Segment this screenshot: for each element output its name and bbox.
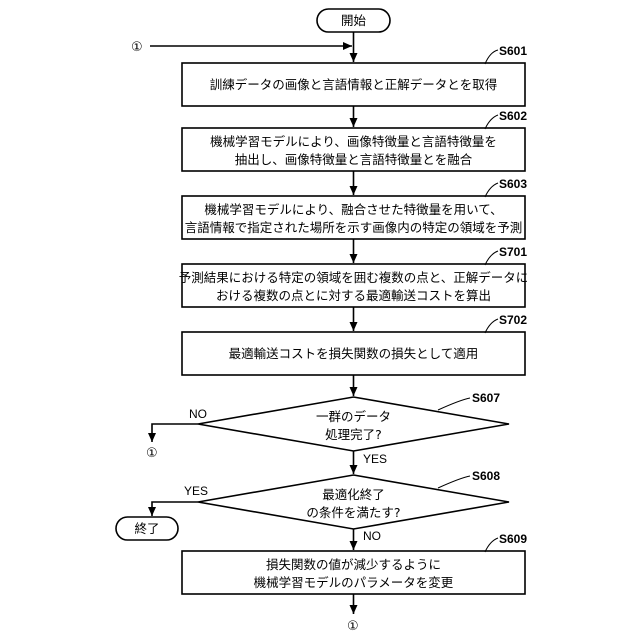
step-s609-id: S609 <box>499 532 527 546</box>
step-s702-text: 最適輸送コストを損失関数の損失として適用 <box>229 346 479 361</box>
step-s701-text-1: 予測結果における特定の領域を囲む複数の点と、正解データに <box>179 270 529 285</box>
step-s601-text: 訓練データの画像と言語情報と正解データとを取得 <box>210 77 498 92</box>
start-label: 開始 <box>341 13 367 28</box>
step-s603-id: S603 <box>499 177 527 191</box>
decision-s608-yes-label: YES <box>184 484 208 498</box>
end-terminal: 終了 <box>116 517 178 540</box>
decision-s608-text-2: の条件を満たす? <box>306 505 400 520</box>
decision-s608-no-label: NO <box>363 529 381 543</box>
step-s701-text-2: おける複数の点とに対する最適輸送コストを算出 <box>216 288 491 303</box>
step-s702-id: S702 <box>499 313 527 327</box>
decision-s607: 一群のデータ 処理完了? S607 <box>198 391 509 451</box>
step-s701-id: S701 <box>499 245 527 259</box>
decision-s608: 最適化終了 の条件を満たす? S608 <box>198 469 509 529</box>
start-terminal: 開始 <box>317 9 390 32</box>
connector-exit-bottom-label: ① <box>347 619 359 634</box>
end-label: 終了 <box>134 521 159 536</box>
step-s609-text-1: 損失関数の値が減少するように <box>266 557 441 572</box>
decision-s607-text-1: 一群のデータ <box>316 409 391 424</box>
connector-entry-label: ① <box>131 40 143 55</box>
step-s602-id: S602 <box>499 109 527 123</box>
step-s603: 機械学習モデルにより、融合させた特徴量を用いて、 言語情報で指定された場所を示す… <box>182 177 527 239</box>
decision-s608-text-1: 最適化終了 <box>322 487 385 502</box>
step-s601-id: S601 <box>499 44 527 58</box>
step-s702: 最適輸送コストを損失関数の損失として適用 S702 <box>182 313 527 375</box>
step-s601: 訓練データの画像と言語情報と正解データとを取得 S601 <box>182 44 527 106</box>
step-s609: 損失関数の値が減少するように 機械学習モデルのパラメータを変更 S609 <box>182 532 527 594</box>
decision-s608-id: S608 <box>472 469 500 483</box>
step-s602-text-1: 機械学習モデルにより、画像特徴量と言語特徴量を <box>210 134 497 149</box>
decision-s607-id: S607 <box>472 391 500 405</box>
step-s602: 機械学習モデルにより、画像特徴量と言語特徴量を 抽出し、画像特徴量と言語特徴量と… <box>182 109 527 171</box>
step-s603-text-2: 言語情報で指定された場所を示す画像内の特定の領域を予測 <box>185 220 523 235</box>
decision-s607-yes-label: YES <box>363 452 387 466</box>
step-s609-text-2: 機械学習モデルのパラメータを変更 <box>254 575 454 590</box>
decision-s607-text-2: 処理完了? <box>325 427 382 442</box>
decision-s607-no-label: NO <box>189 407 207 421</box>
step-s603-text-1: 機械学習モデルにより、融合させた特徴量を用いて、 <box>204 202 502 217</box>
step-s602-text-2: 抽出し、画像特徴量と言語特徴量とを融合 <box>235 152 473 167</box>
connector-exit-no-label: ① <box>146 446 158 461</box>
